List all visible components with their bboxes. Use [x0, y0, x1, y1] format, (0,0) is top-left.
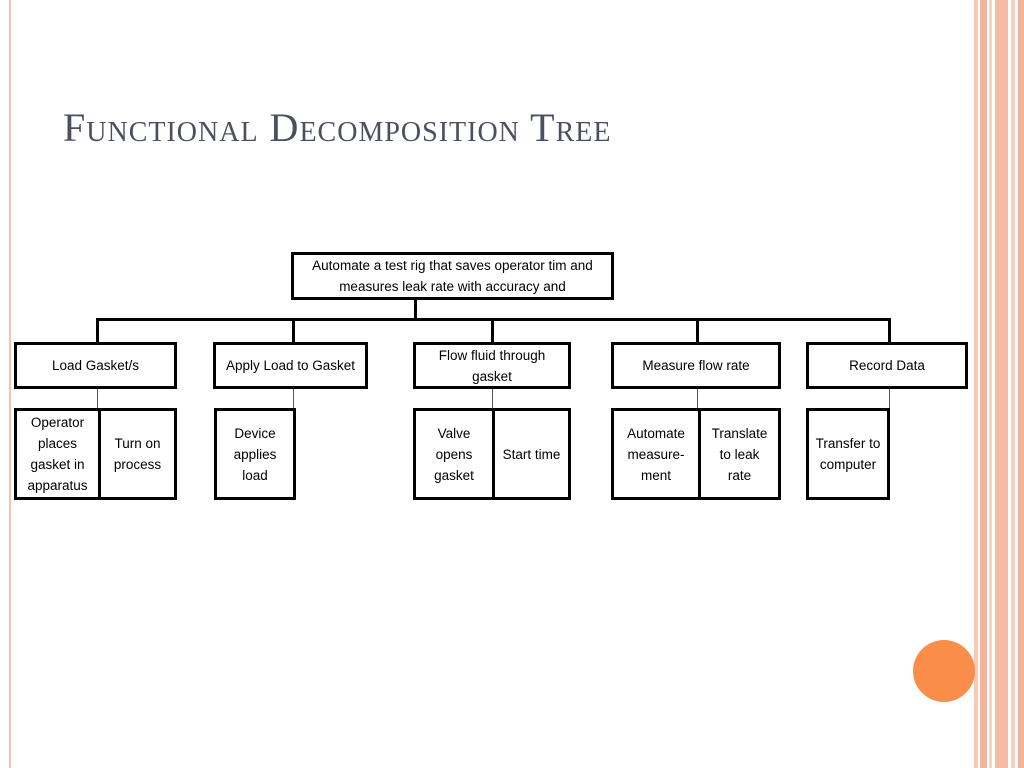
- function-label: Load Gasket/s: [51, 358, 140, 373]
- function-box-load-gasket: Load Gasket/s: [14, 342, 177, 389]
- subfunction-box: Transfer to computer: [806, 408, 890, 500]
- connector-drop-4: [696, 318, 699, 344]
- right-decorative-stripes: [974, 0, 1024, 768]
- slide-title: Functional Decomposition Tree: [63, 105, 612, 150]
- subfunction-box: Translate to leak rate: [698, 408, 781, 500]
- subfunction-label: Valve opens gasket: [434, 425, 474, 483]
- orange-circle-decoration: [913, 640, 975, 702]
- function-label: Measure flow rate: [642, 358, 750, 373]
- connector-sub-3: [492, 388, 493, 410]
- connector-drop-1: [96, 318, 99, 344]
- subfunction-label: Start time: [502, 446, 561, 462]
- connector-root-stem: [414, 298, 417, 320]
- subfunction-label: Transfer to computer: [815, 436, 881, 472]
- left-accent-rule: [9, 0, 11, 768]
- subfunction-box: Start time: [492, 408, 571, 500]
- subfunction-label: Translate to leak rate: [711, 425, 768, 483]
- subfunction-box: Device applies load: [214, 408, 296, 500]
- subfunction-box: Operator places gasket in apparatus: [14, 408, 101, 500]
- root-function-box: Automate a test rig that saves operator …: [291, 252, 614, 300]
- connector-sub-4: [697, 388, 698, 410]
- subfunction-label: Device applies load: [233, 425, 277, 483]
- subfunction-box: Valve opens gasket: [413, 408, 495, 500]
- subfunction-box: Automate measure-ment: [611, 408, 701, 500]
- subfunction-label: Operator places gasket in apparatus: [27, 415, 88, 493]
- function-box-measure-flow: Measure flow rate: [611, 342, 781, 389]
- root-function-label: Automate a test rig that saves operator …: [312, 258, 593, 294]
- function-label: Flow fluid through gasket: [438, 347, 546, 384]
- connector-drop-2: [292, 318, 295, 344]
- subfunction-box: Turn on process: [98, 408, 177, 500]
- connector-drop-5: [888, 318, 891, 344]
- subfunction-label: Automate measure-ment: [627, 425, 685, 483]
- subfunction-label: Turn on process: [113, 436, 162, 472]
- connector-sub-2: [293, 388, 294, 410]
- function-box-flow-fluid: Flow fluid through gasket: [413, 342, 571, 389]
- function-box-apply-load: Apply Load to Gasket: [213, 342, 368, 389]
- function-box-record-data: Record Data: [806, 342, 968, 389]
- connector-sub-1: [97, 388, 98, 410]
- function-label: Record Data: [849, 358, 925, 373]
- function-label: Apply Load to Gasket: [225, 358, 356, 373]
- connector-sub-5: [889, 388, 890, 410]
- connector-drop-3: [491, 318, 494, 344]
